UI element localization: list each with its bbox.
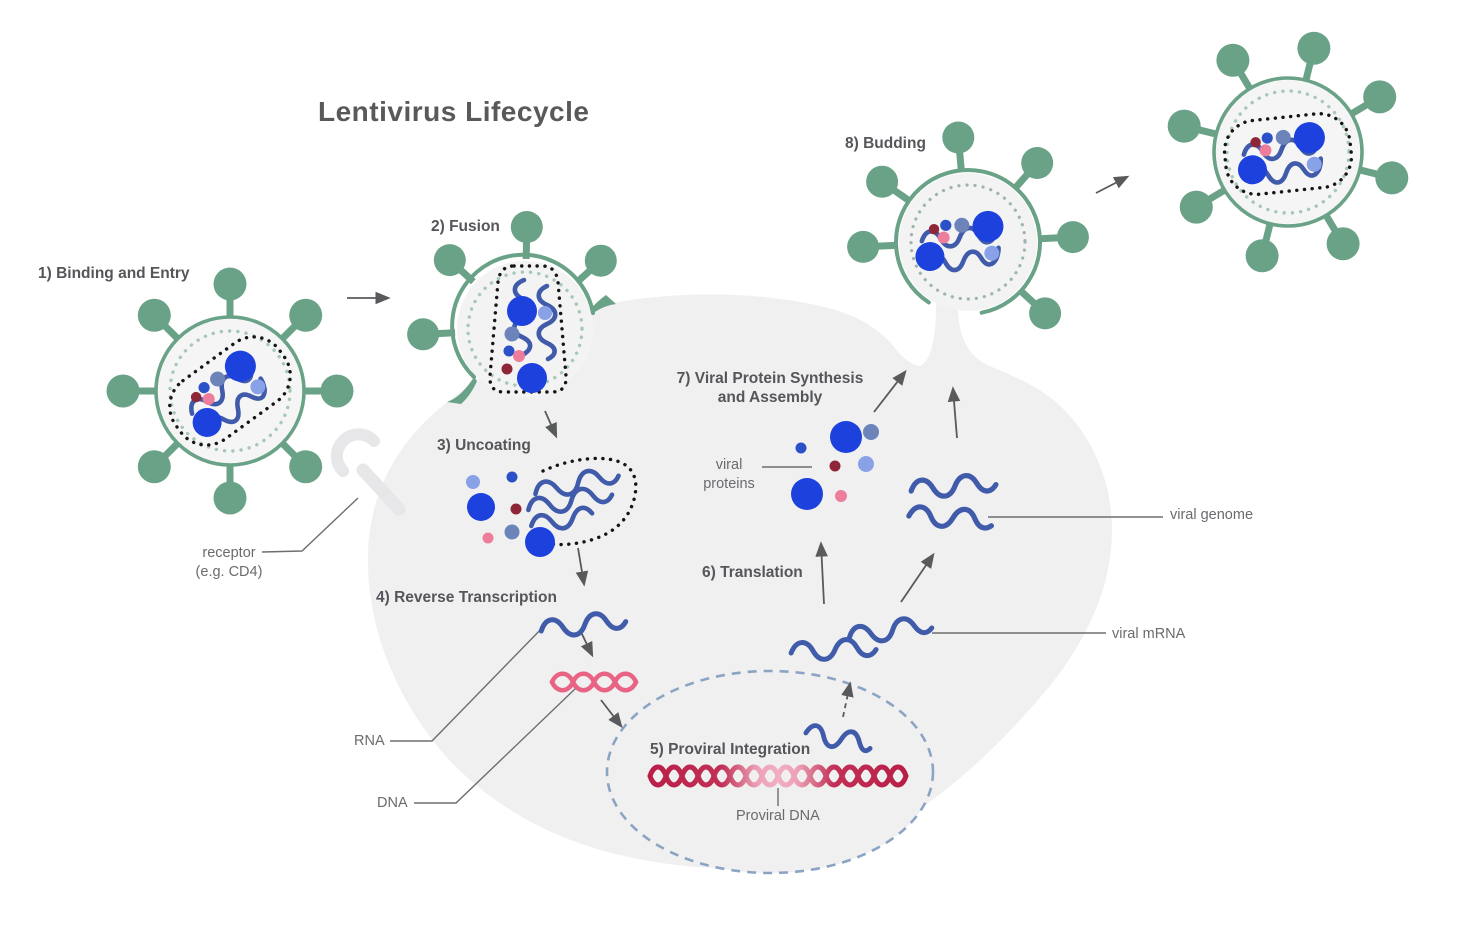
open-capsid-icon — [541, 456, 638, 547]
uncoating-group — [466, 456, 638, 557]
viral-proteins-label: viral proteins — [695, 456, 763, 494]
receptor-pointer — [261, 497, 359, 553]
capsid-icon — [488, 264, 568, 394]
arrow-mrna-to-genome — [900, 552, 935, 603]
viral-genome-squiggles — [906, 473, 999, 531]
budding-envelope — [894, 168, 1042, 315]
step-translation-label: 6) Translation — [702, 564, 803, 581]
matrix-dotted-ring — [168, 329, 292, 453]
viral-genome-label: viral genome — [1170, 507, 1254, 523]
viral-proteins-label-line2: proteins — [703, 476, 755, 492]
dna-label: DNA — [377, 795, 408, 811]
receptor-label: receptor (e.g. CD4) — [176, 544, 282, 582]
dna-pointer — [414, 687, 577, 804]
arrow-dna-to-nucleus — [600, 699, 623, 729]
receptor-icon — [330, 428, 406, 516]
flow-arrows — [347, 175, 1130, 729]
virion-fusion — [407, 211, 617, 404]
nucleus — [605, 669, 935, 875]
diagram-title: Lentivirus Lifecycle — [318, 96, 590, 127]
step-protein-synthesis-line2: and Assembly — [717, 389, 823, 406]
pointer-lines — [261, 466, 1163, 804]
dna-helix-icon — [549, 671, 639, 693]
rt-rna-squiggle — [538, 611, 629, 638]
arrow-proteins-to-budding — [873, 369, 907, 413]
viral-proteins-label-line1: viral — [715, 457, 743, 473]
virion-mature — [1167, 31, 1409, 273]
viral-proteins-cluster — [791, 421, 879, 510]
step-reverse-transcription-label: 4) Reverse Transcription — [376, 589, 557, 606]
arrow-fusion-to-uncoating — [544, 410, 558, 439]
step-proviral-integration-label: 5) Proviral Integration — [650, 741, 811, 758]
step-binding-label: 1) Binding and Entry — [38, 265, 190, 282]
virion-budding — [847, 121, 1089, 330]
step-fusion-label: 2) Fusion — [431, 218, 500, 235]
capsid-icon — [168, 335, 292, 447]
nuclear-mrna-squiggle — [803, 723, 873, 754]
receptor-label-line1: receptor — [202, 545, 256, 561]
spike-knobs — [106, 267, 354, 515]
arrow-rna-to-dna — [580, 631, 594, 658]
proviral-dna-helix — [647, 764, 909, 788]
viral-mrna-squiggles — [788, 616, 935, 662]
receptor-label-line2: (e.g. CD4) — [195, 564, 263, 580]
step-uncoating-label: 3) Uncoating — [437, 437, 531, 454]
capsid-icon — [1222, 111, 1354, 197]
rna-label: RNA — [354, 733, 385, 749]
proviral-dna-label: Proviral DNA — [736, 808, 820, 824]
step-budding-label: 8) Budding — [845, 135, 926, 152]
step-protein-synthesis-label: 7) Viral Protein Synthesis and Assembly — [650, 369, 890, 407]
arrow-mrna-to-proteins — [815, 541, 828, 605]
viral-mrna-label: viral mRNA — [1112, 626, 1186, 642]
arrow-nucleus-to-mrna — [841, 681, 854, 718]
rna-pointer — [390, 621, 549, 742]
arrow-budding-to-virion — [1095, 175, 1130, 194]
step-protein-synthesis-line1: 7) Viral Protein Synthesis — [676, 370, 864, 387]
arrow-genome-to-budding — [947, 386, 961, 439]
viral-envelope — [154, 315, 306, 467]
arrow-uncoating-to-rt — [575, 547, 589, 587]
virion-binding-entry — [106, 267, 354, 515]
viral-envelope — [1212, 76, 1364, 228]
fusing-envelope — [450, 252, 595, 379]
